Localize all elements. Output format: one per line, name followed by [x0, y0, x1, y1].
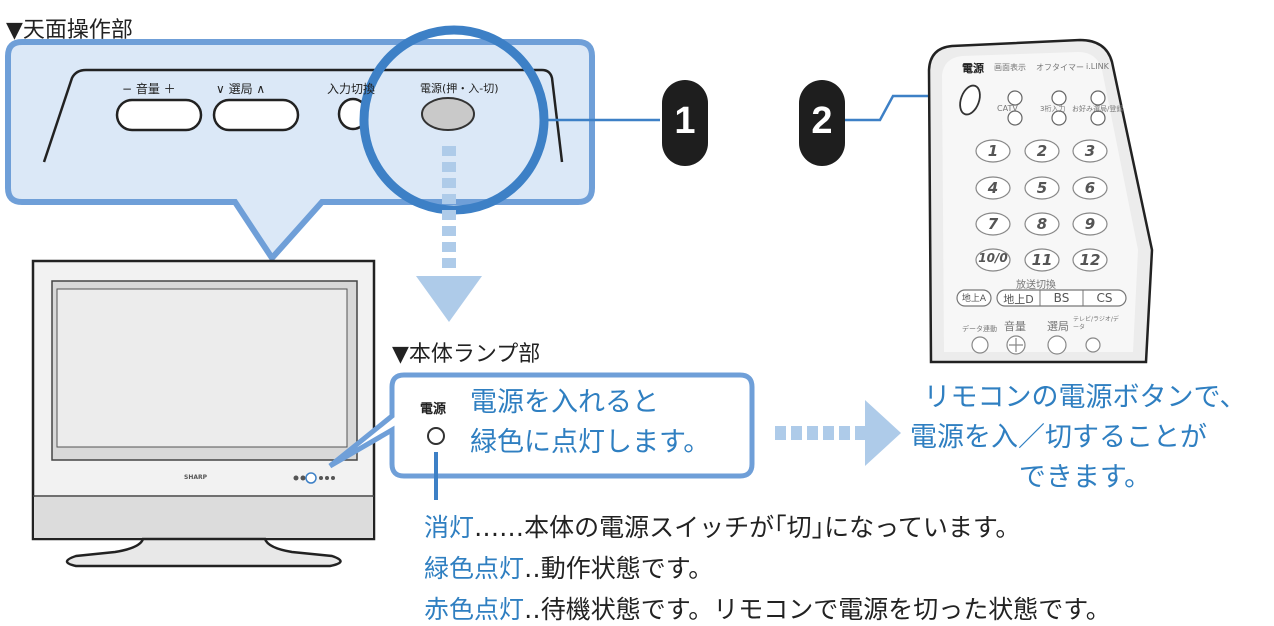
remote-key-1: 1: [987, 142, 999, 160]
remote-key-12: 12: [1079, 251, 1101, 269]
legend-dots: ‥‥‥: [474, 513, 525, 542]
top-panel-heading: ▼天面操作部: [6, 18, 133, 43]
input-label: 入力切換: [327, 82, 376, 96]
callout-line-2: [845, 94, 962, 122]
down-arrow: [416, 146, 482, 322]
remote-key-2: 2: [1036, 142, 1048, 160]
remote-3digit-label: 3桁入力: [1040, 105, 1066, 113]
remote-key-11: 11: [1031, 251, 1053, 269]
remote-message-line-2: 電源を入／切することが: [910, 422, 1207, 453]
tv-brand: SHARP: [184, 474, 208, 481]
remote-channel-label: 選局: [1047, 320, 1069, 333]
legend-desc: 本体の電源スイッチが｢切｣になっています。: [524, 513, 1021, 542]
channel-button-shape: [212, 98, 300, 132]
power-label: 電源(押・入-切): [420, 82, 499, 95]
remote-key-8: 8: [1036, 215, 1048, 233]
lamp-heading: ▼本体ランプ部: [392, 342, 541, 367]
channel-label: ∨ 選局 ∧: [216, 82, 266, 96]
top-panel-callout: [5, 39, 595, 263]
right-arrow: [775, 400, 901, 466]
remote-broadcast-label: 放送切換: [1016, 280, 1056, 291]
tv-illustration: [31, 259, 376, 568]
legend-desc: 待機状態です。リモコンで電源を切った状態です。: [540, 595, 1111, 624]
remote-key-4: 4: [987, 179, 999, 197]
callout-number-2: 2: [811, 100, 833, 142]
bubble-line-2: 緑色に点灯します。: [470, 427, 711, 458]
legend-dots: ‥: [524, 554, 541, 583]
remote-message: リモコンの電源ボタンで、 電源を入／切することが できます。: [900, 378, 1270, 498]
remote-message-line-3: できます。: [1018, 462, 1152, 493]
remote-bs: BS: [1053, 291, 1070, 305]
legend-term: 赤色点灯: [424, 595, 525, 624]
remote-timer-label: オフタイマー: [1036, 63, 1084, 72]
remote-cs: CS: [1096, 291, 1113, 305]
callout-badge-1: [662, 80, 708, 166]
lamp-bubble: [328, 372, 755, 500]
remote-key-10: 10/0: [978, 251, 1008, 265]
remote-key-3: 3: [1084, 142, 1096, 160]
remote-catv-label: CATV: [997, 104, 1018, 113]
remote-display-label: 画面表示: [994, 63, 1026, 72]
volume-button-shape: [115, 98, 203, 132]
legend-row-red: 赤色点灯‥待機状態です。リモコンで電源を切った状態です。: [424, 590, 1111, 626]
legend-desc: 動作状態です。: [540, 554, 714, 583]
remote-tv-radio-label: テレビ/ラジオ/データ: [1073, 316, 1119, 331]
callout-badge-2: [799, 80, 845, 166]
legend-dots: ‥: [524, 595, 541, 624]
remote-message-line-1: リモコンの電源ボタンで、: [923, 382, 1247, 413]
remote-key-9: 9: [1084, 215, 1096, 233]
callout-number-1: 1: [674, 100, 696, 142]
remote-favorite-label: お好み選局/登録: [1072, 105, 1124, 113]
remote-data-label: データ連動: [962, 325, 997, 333]
remote-volume-label: 音量: [1004, 320, 1026, 333]
remote-key-6: 6: [1084, 179, 1096, 197]
remote-terrestrial-a: 地上A: [961, 294, 987, 304]
legend-term: 消灯: [424, 513, 475, 542]
remote-key-5: 5: [1036, 179, 1048, 197]
remote-ilink-label: i.LINK: [1086, 62, 1109, 71]
power-button-shape: [421, 97, 475, 131]
legend-row-green: 緑色点灯‥動作状態です。: [424, 549, 713, 585]
remote-power-label: 電源: [962, 62, 984, 75]
volume-label: − 音量 ＋: [122, 82, 176, 96]
lamp-label: 電源: [420, 402, 447, 417]
remote-key-7: 7: [987, 215, 999, 233]
legend-row-off: 消灯‥‥‥本体の電源スイッチが｢切｣になっています。: [424, 508, 1020, 544]
legend-term: 緑色点灯: [424, 554, 525, 583]
remote-illustration: [927, 38, 1154, 364]
bubble-line-1: 電源を入れると: [470, 387, 659, 418]
remote-terrestrial-d: 地上D: [1003, 293, 1034, 306]
